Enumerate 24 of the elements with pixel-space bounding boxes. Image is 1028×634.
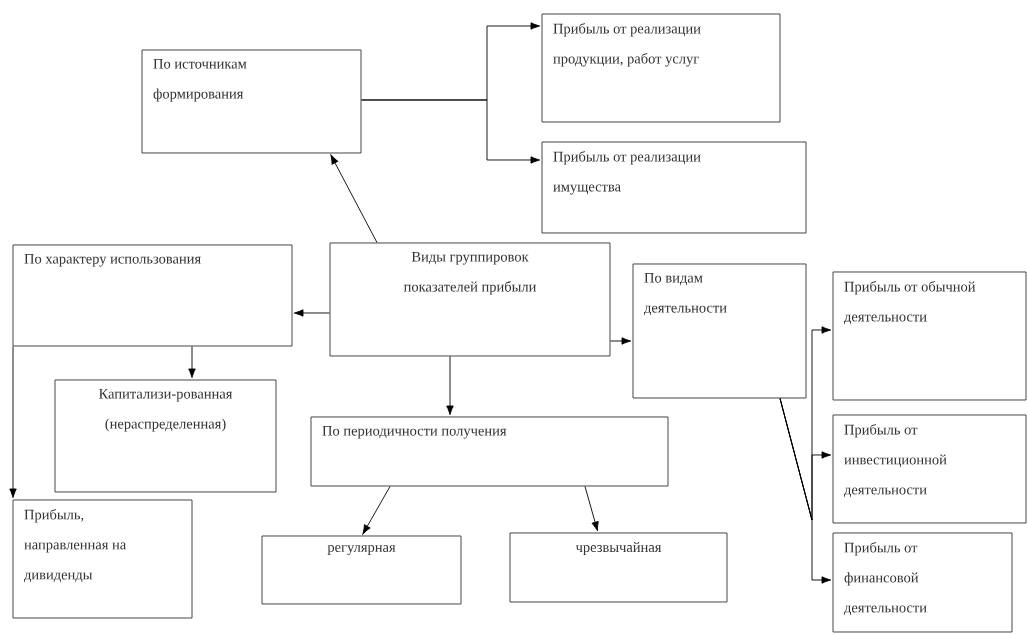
- box: Прибыль от инвестиционной деятельности: [832, 414, 1027, 524]
- arrow: [330, 154, 378, 243]
- arrow: [9, 346, 17, 499]
- arrow: [584, 486, 599, 532]
- box: Прибыль от реализации имущества: [541, 141, 807, 234]
- box: Прибыль от обычной деятельности: [832, 271, 1027, 401]
- arrow: [446, 356, 454, 416]
- arrow: [362, 486, 391, 535]
- arrow: [779, 398, 832, 584]
- box: По характеру использования: [12, 244, 293, 347]
- box: Прибыль от финансовой деятельности: [832, 532, 1013, 633]
- box: По источникам формирования: [141, 49, 362, 154]
- arrow: [361, 99, 541, 164]
- box: Виды группировок показателей прибыли: [329, 242, 611, 357]
- box: Прибыль от реализации продукции, работ услуг: [541, 13, 781, 123]
- box: регулярная: [261, 535, 462, 605]
- box: Прибыль, направленная на дивиденды: [12, 499, 193, 619]
- box: Капитализи-рованная (нераспределенная): [54, 379, 277, 493]
- arrow: [293, 309, 330, 317]
- box: чрезвычайная: [509, 532, 728, 603]
- box: По видам деятельности: [632, 263, 807, 399]
- arrow: [610, 337, 632, 345]
- arrow: [188, 346, 196, 379]
- box: По периодичности получения: [310, 416, 669, 487]
